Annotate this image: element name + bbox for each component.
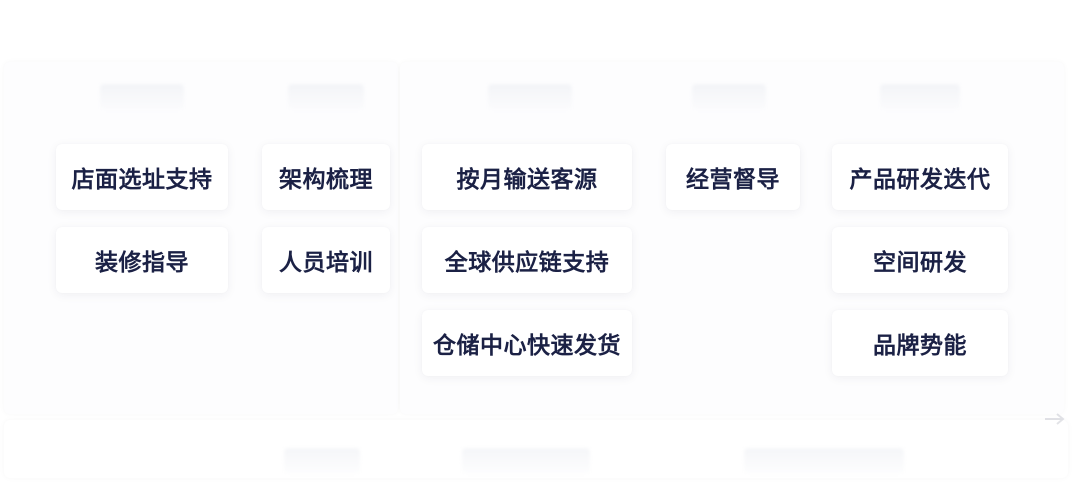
column-header-5 (880, 84, 960, 110)
card-monthly-customers: 按月输送客源 (422, 144, 632, 210)
card-label: 按月输送客源 (456, 167, 598, 193)
card-label: 仓储中心快速发货 (433, 333, 621, 359)
card-label: 装修指导 (95, 250, 189, 276)
card-label: 产品研发迭代 (849, 167, 991, 193)
card-operation-supervision: 经营督导 (666, 144, 800, 210)
card-staff-training: 人员培训 (262, 227, 390, 293)
bottom-label-3 (744, 448, 904, 474)
card-label: 全球供应链支持 (444, 250, 610, 276)
arrow-right-icon (1045, 413, 1065, 425)
card-store-site-selection: 店面选址支持 (56, 144, 228, 210)
card-supply-chain: 全球供应链支持 (422, 227, 632, 293)
bottom-panel (4, 420, 1068, 478)
card-label: 店面选址支持 (71, 167, 213, 193)
card-product-iteration: 产品研发迭代 (832, 144, 1008, 210)
card-brand-power: 品牌势能 (832, 310, 1008, 376)
column-header-2 (288, 84, 364, 110)
column-header-1 (100, 84, 184, 110)
card-label: 空间研发 (873, 250, 967, 276)
card-label: 架构梳理 (279, 167, 373, 193)
column-header-3 (488, 84, 572, 110)
column-header-4 (692, 84, 766, 110)
bottom-label-1 (284, 448, 360, 474)
bottom-label-2 (462, 448, 590, 474)
card-label: 人员培训 (279, 250, 373, 276)
card-structure-review: 架构梳理 (262, 144, 390, 210)
card-warehouse-shipping: 仓储中心快速发货 (422, 310, 632, 376)
card-label: 品牌势能 (873, 333, 967, 359)
card-label: 经营督导 (686, 167, 780, 193)
card-renovation-guidance: 装修指导 (56, 227, 228, 293)
card-space-rd: 空间研发 (832, 227, 1008, 293)
